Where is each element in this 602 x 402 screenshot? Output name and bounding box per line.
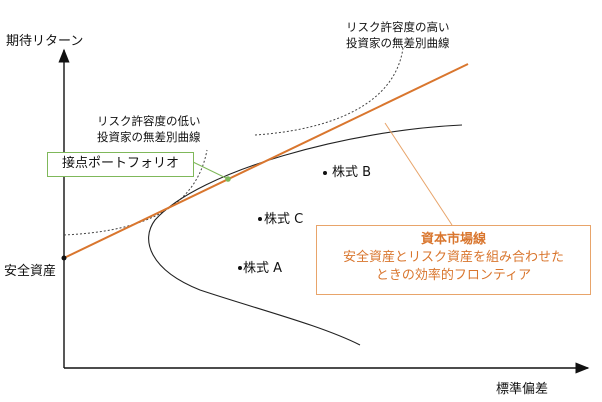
efficient-frontier [148,124,463,346]
high-tolerance-label-2: 投資家の無差別曲線 [346,36,450,50]
stock-b-point [323,171,327,175]
stock-a-label: 株式 A [243,261,283,276]
tangency-portfolio-label: 接点ポートフォリオ [47,152,194,177]
cml-connector [384,122,453,226]
risk-free-asset-label: 安全資産 [4,264,57,279]
cml-description-line-2: ときの効率的フロンティア [375,268,532,283]
indifference-curve-high [254,47,404,136]
x-axis-label: 標準偏差 [496,382,549,397]
cml-description-box: 資本市場線 安全資産とリスク資産を組み合わせた ときの効率的フロンティア [316,225,591,295]
cml-description-line-1: 安全資産とリスク資産を組み合わせた [342,250,564,265]
risk-free-point [61,255,67,261]
stock-c-label: 株式 C [264,212,304,227]
capital-market-line [63,63,469,259]
tangency-point [225,176,231,182]
low-tolerance-label-1: リスク許容度の低い [97,114,201,128]
cml-title: 資本市場線 [420,232,486,247]
high-tolerance-label-1: リスク許容度の高い [346,20,450,34]
stock-a-point [238,266,242,270]
indifference-curve-low [63,149,208,236]
low-tolerance-label-2: 投資家の無差別曲線 [97,130,201,144]
tangency-connector [192,161,229,180]
stock-c-point [258,217,262,221]
y-axis-label: 期待リターン [6,34,84,49]
stock-b-label: 株式 B [332,165,372,180]
